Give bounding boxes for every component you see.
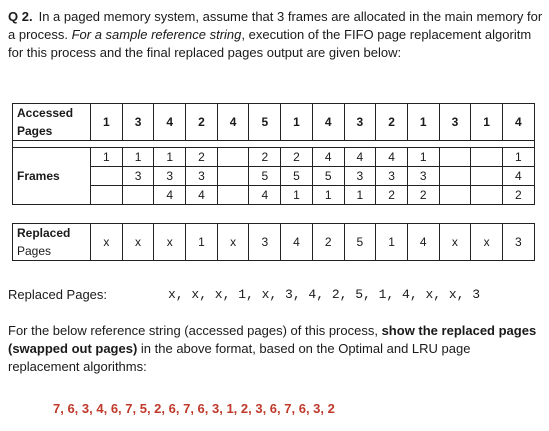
- frame-cell: 1: [343, 185, 377, 205]
- replaced-page-cell: 5: [343, 223, 377, 261]
- replaced-page-cell: 3: [501, 223, 535, 261]
- replaced-page-cell: 4: [280, 223, 313, 261]
- frame-cell: 1: [121, 147, 155, 167]
- instruction-rest: in the above format, based on the Optima…: [8, 341, 471, 374]
- spacer-row: [12, 140, 535, 148]
- frame-cell: 1: [311, 185, 345, 205]
- replaced-page-cell: x: [438, 223, 472, 261]
- accessed-label-line1: Accessed: [17, 106, 74, 120]
- frame-cell: 2: [501, 185, 535, 205]
- replaced-page-cell: 4: [406, 223, 440, 261]
- frame-cell: 2: [280, 147, 313, 167]
- accessed-page-cell: 4: [311, 103, 345, 141]
- frame-cell: 5: [311, 166, 345, 186]
- frame-cell: 2: [185, 147, 218, 167]
- frame-cell: [470, 166, 503, 186]
- frame-cell: [216, 166, 250, 186]
- replaced-pages-sequence: x, x, x, 1, x, 3, 4, 2, 5, 1, 4, x, x, 3: [168, 287, 481, 302]
- accessed-page-cell: 2: [185, 103, 218, 141]
- question-text: Q 2.In a paged memory system, assume tha…: [8, 8, 544, 62]
- question-label: Q 2.: [8, 9, 33, 24]
- frame-cell: [438, 166, 472, 186]
- frame-cell: 1: [280, 185, 313, 205]
- frame-cell: [216, 147, 250, 167]
- replaced-page-cell: 3: [248, 223, 282, 261]
- frame-cell: 5: [248, 166, 282, 186]
- accessed-page-cell: 1: [280, 103, 313, 141]
- accessed-page-cell: 3: [343, 103, 377, 141]
- frame-cell: [438, 185, 472, 205]
- frame-cell: [216, 185, 250, 205]
- frame-cell: 3: [185, 166, 218, 186]
- frame-cell: 4: [501, 166, 535, 186]
- frame-cell: 3: [375, 166, 408, 186]
- question-intro-emphasis: For a sample reference string: [71, 27, 242, 42]
- frame-cell: 3: [121, 166, 155, 186]
- question-intro-rest: , execution of the FIFO page replacement…: [8, 27, 532, 60]
- replaced-pages-label: Replaced Pages:: [8, 287, 108, 302]
- frame-cell: 2: [248, 147, 282, 167]
- frame-cell: 2: [375, 185, 408, 205]
- accessed-page-cell: 3: [438, 103, 472, 141]
- frame-cell: 1: [501, 147, 535, 167]
- accessed-page-cell: 4: [153, 103, 187, 141]
- accessed-page-cell: 4: [501, 103, 535, 141]
- replaced-pages-line: Replaced Pages: x, x, x, 1, x, 3, 4, 2, …: [8, 286, 544, 304]
- replaced-label-line2: Pages: [17, 244, 52, 258]
- replaced-page-cell: 1: [375, 223, 408, 261]
- frame-cell: 4: [248, 185, 282, 205]
- accessed-page-cell: 3: [121, 103, 155, 141]
- frame-cell: 3: [153, 166, 187, 186]
- replaced-page-cell: x: [90, 223, 123, 261]
- frame-cell: 4: [185, 185, 218, 205]
- frame-cell: 1: [406, 147, 440, 167]
- frame-cell: 3: [406, 166, 440, 186]
- frame-cell: [121, 185, 155, 205]
- frame-cell: [470, 147, 503, 167]
- frame-cell: 1: [153, 147, 187, 167]
- accessed-page-cell: 1: [406, 103, 440, 141]
- replaced-page-cell: 1: [185, 223, 218, 261]
- frame-cell: 4: [343, 147, 377, 167]
- instruction-start: For the below reference string (accessed…: [8, 323, 382, 338]
- frame-cell: [90, 185, 123, 205]
- replaced-page-cell: 2: [311, 223, 345, 261]
- frame-cell: [470, 185, 503, 205]
- frame-cell: 1: [90, 147, 123, 167]
- replaced-page-cell: x: [121, 223, 155, 261]
- frame-cell: 5: [280, 166, 313, 186]
- accessed-label-line2: Pages: [17, 124, 53, 138]
- frame-cell: 4: [311, 147, 345, 167]
- replaced-page-cell: x: [470, 223, 503, 261]
- question-intro: In a paged memory system, assume that 3 …: [8, 9, 543, 42]
- accessed-page-cell: 2: [375, 103, 408, 141]
- instruction-text: For the below reference string (accessed…: [8, 322, 544, 376]
- frames-label: Frames: [12, 147, 91, 205]
- accessed-page-cell: 5: [248, 103, 282, 141]
- frame-cell: [90, 166, 123, 186]
- frame-cell: [438, 147, 472, 167]
- frame-cell: 3: [343, 166, 377, 186]
- frame-cell: 2: [406, 185, 440, 205]
- replaced-page-cell: x: [153, 223, 187, 261]
- instruction-bold: show the replaced pages (swapped out pag…: [8, 323, 537, 356]
- replaced-label-line1: Replaced: [17, 226, 71, 240]
- accessed-page-cell: 4: [216, 103, 250, 141]
- accessed-page-cell: 1: [90, 103, 123, 141]
- replaced-page-cell: x: [216, 223, 250, 261]
- frame-cell: 4: [153, 185, 187, 205]
- reference-string: 7, 6, 3, 4, 6, 7, 5, 2, 6, 7, 6, 3, 1, 2…: [53, 401, 335, 416]
- frame-cell: 4: [375, 147, 408, 167]
- accessed-page-cell: 1: [470, 103, 503, 141]
- spacer-cell: [12, 140, 535, 148]
